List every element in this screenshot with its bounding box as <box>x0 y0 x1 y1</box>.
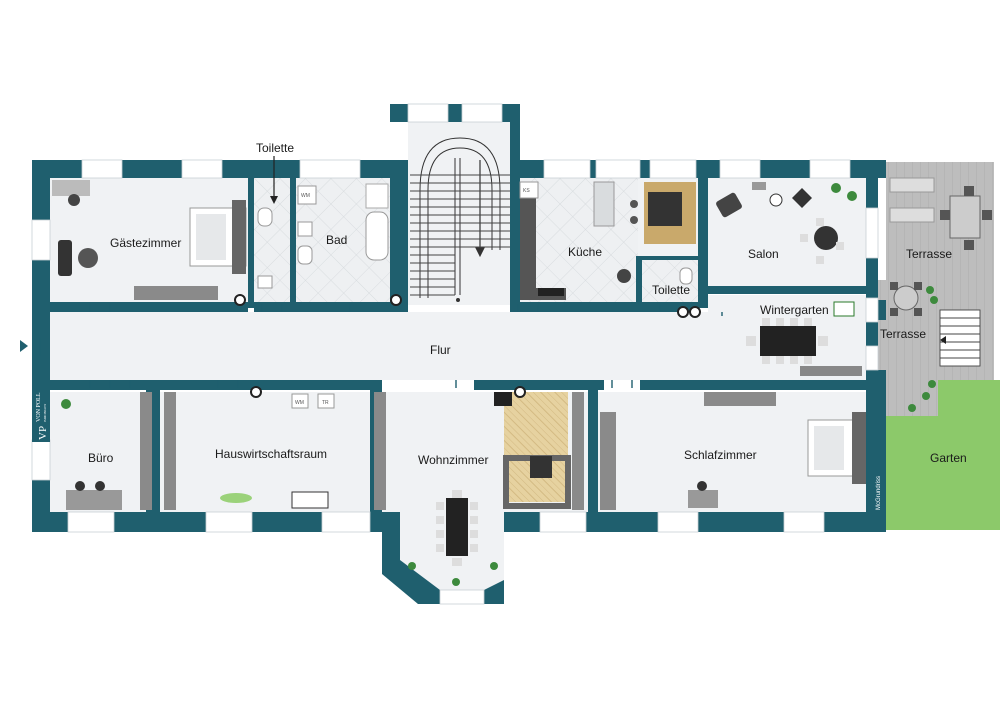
plant-icon <box>847 191 857 201</box>
shelf-icon <box>140 392 152 510</box>
logo-initials: VP <box>37 426 49 440</box>
label-bad: Bad <box>326 233 347 247</box>
plant-icon <box>831 183 841 193</box>
stair-treads <box>410 174 510 296</box>
label-garten: Garten <box>930 451 967 465</box>
wm-label-hw: WM <box>295 400 304 406</box>
wardrobe-icon <box>134 286 218 300</box>
label-toilette-oben: Toilette <box>256 141 294 155</box>
island-icon <box>593 181 615 227</box>
terrace-round-table-icon <box>890 282 922 316</box>
bed-icon-sz <box>807 412 866 484</box>
label-gaestezimmer: Gästezimmer <box>110 236 181 250</box>
bathtub-icon <box>365 211 389 261</box>
shower-icon <box>365 183 389 209</box>
label-salon: Salon <box>748 247 779 261</box>
plant-icon <box>61 399 71 409</box>
pipe-icon <box>677 306 689 318</box>
pipe-icon <box>689 306 701 318</box>
logo-sub: IMMOBILIEN <box>43 403 47 422</box>
toilet-sink-icon <box>257 275 273 289</box>
label-wintergarten: Wintergarten <box>760 303 829 317</box>
washing-machine-icon <box>297 185 317 205</box>
label-schlafzimmer: Schlafzimmer <box>684 448 757 462</box>
stove-icon <box>538 288 564 296</box>
ironing-board-icon <box>220 493 252 503</box>
round-table-icon <box>800 218 844 264</box>
drying-rack-icon <box>291 491 329 509</box>
wardrobe-icon-sz <box>704 392 776 406</box>
label-toilette-kueche: Toilette <box>652 283 690 297</box>
pipe-icon <box>390 294 402 306</box>
bookshelf-icon <box>374 392 386 510</box>
staircase <box>419 137 501 302</box>
sideboard-icon <box>800 366 862 376</box>
label-wohnzimmer: Wohnzimmer <box>418 453 488 467</box>
desk-icon-sz <box>688 481 718 508</box>
toilet-icon <box>257 207 273 227</box>
armchair-icon <box>58 240 98 276</box>
sun-lounger-icon <box>889 177 935 223</box>
desk-icon <box>52 180 90 206</box>
label-kueche: Küche <box>568 245 602 259</box>
logo-name: VON POLL <box>36 392 42 422</box>
plants-icon <box>908 286 938 412</box>
dining-table-icon <box>746 318 828 364</box>
plant-box-icon <box>833 301 855 317</box>
cabinet-icon <box>752 182 766 190</box>
sink-icon <box>297 221 313 237</box>
furniture: WM KS <box>52 177 992 586</box>
stairs-arrow-icon <box>940 336 946 344</box>
dresser-icon <box>600 412 616 510</box>
shelf-icon-2 <box>164 392 176 510</box>
label-terrasse-oben: Terrasse <box>906 247 952 261</box>
lamp-icon <box>792 188 812 208</box>
plant-icon <box>617 269 631 283</box>
dryer-icon <box>317 393 335 409</box>
terrace-table-icon <box>940 186 992 250</box>
windows <box>31 103 879 605</box>
lounge-chair-icon <box>716 192 742 218</box>
pipe-icon <box>234 294 246 306</box>
dining-set-icon <box>630 182 696 244</box>
label-flur: Flur <box>430 343 451 357</box>
plants-icon-bay <box>408 562 498 586</box>
room-labels: Gästezimmer Toilette Bad Küche Toilette … <box>88 141 967 467</box>
entry-arrow-icon <box>20 340 28 352</box>
washer-icon <box>291 393 309 409</box>
label-hauswirtschaftsraum: Hauswirtschaftsraum <box>215 447 327 461</box>
watermark: McGrundriss <box>876 476 882 510</box>
label-buero: Büro <box>88 451 114 465</box>
side-table-icon <box>769 193 783 207</box>
desk-icon-buero <box>66 481 122 510</box>
fireplace-icon <box>494 386 526 406</box>
bed-icon <box>189 200 247 274</box>
wm-label: WM <box>301 193 310 199</box>
label-terrasse-mitte: Terrasse <box>880 327 926 341</box>
toilet-icon-bad <box>297 245 313 265</box>
kitchen-counter-icon <box>520 182 566 300</box>
terrace-stairs-icon <box>939 309 981 367</box>
fridge-icon <box>519 181 539 199</box>
ks-label: KS <box>523 188 530 194</box>
tr-label: TR <box>322 400 329 406</box>
long-dining-table-icon <box>436 490 478 566</box>
pipe-icon <box>250 386 262 398</box>
floors <box>40 120 1000 590</box>
sofa-icon <box>503 455 571 509</box>
toilette-pointer-arrow <box>270 156 278 204</box>
company-logo: VP VON POLL IMMOBILIEN <box>32 380 50 442</box>
room-divider-icon <box>572 392 584 510</box>
toilet-icon-kitchen <box>679 267 693 285</box>
